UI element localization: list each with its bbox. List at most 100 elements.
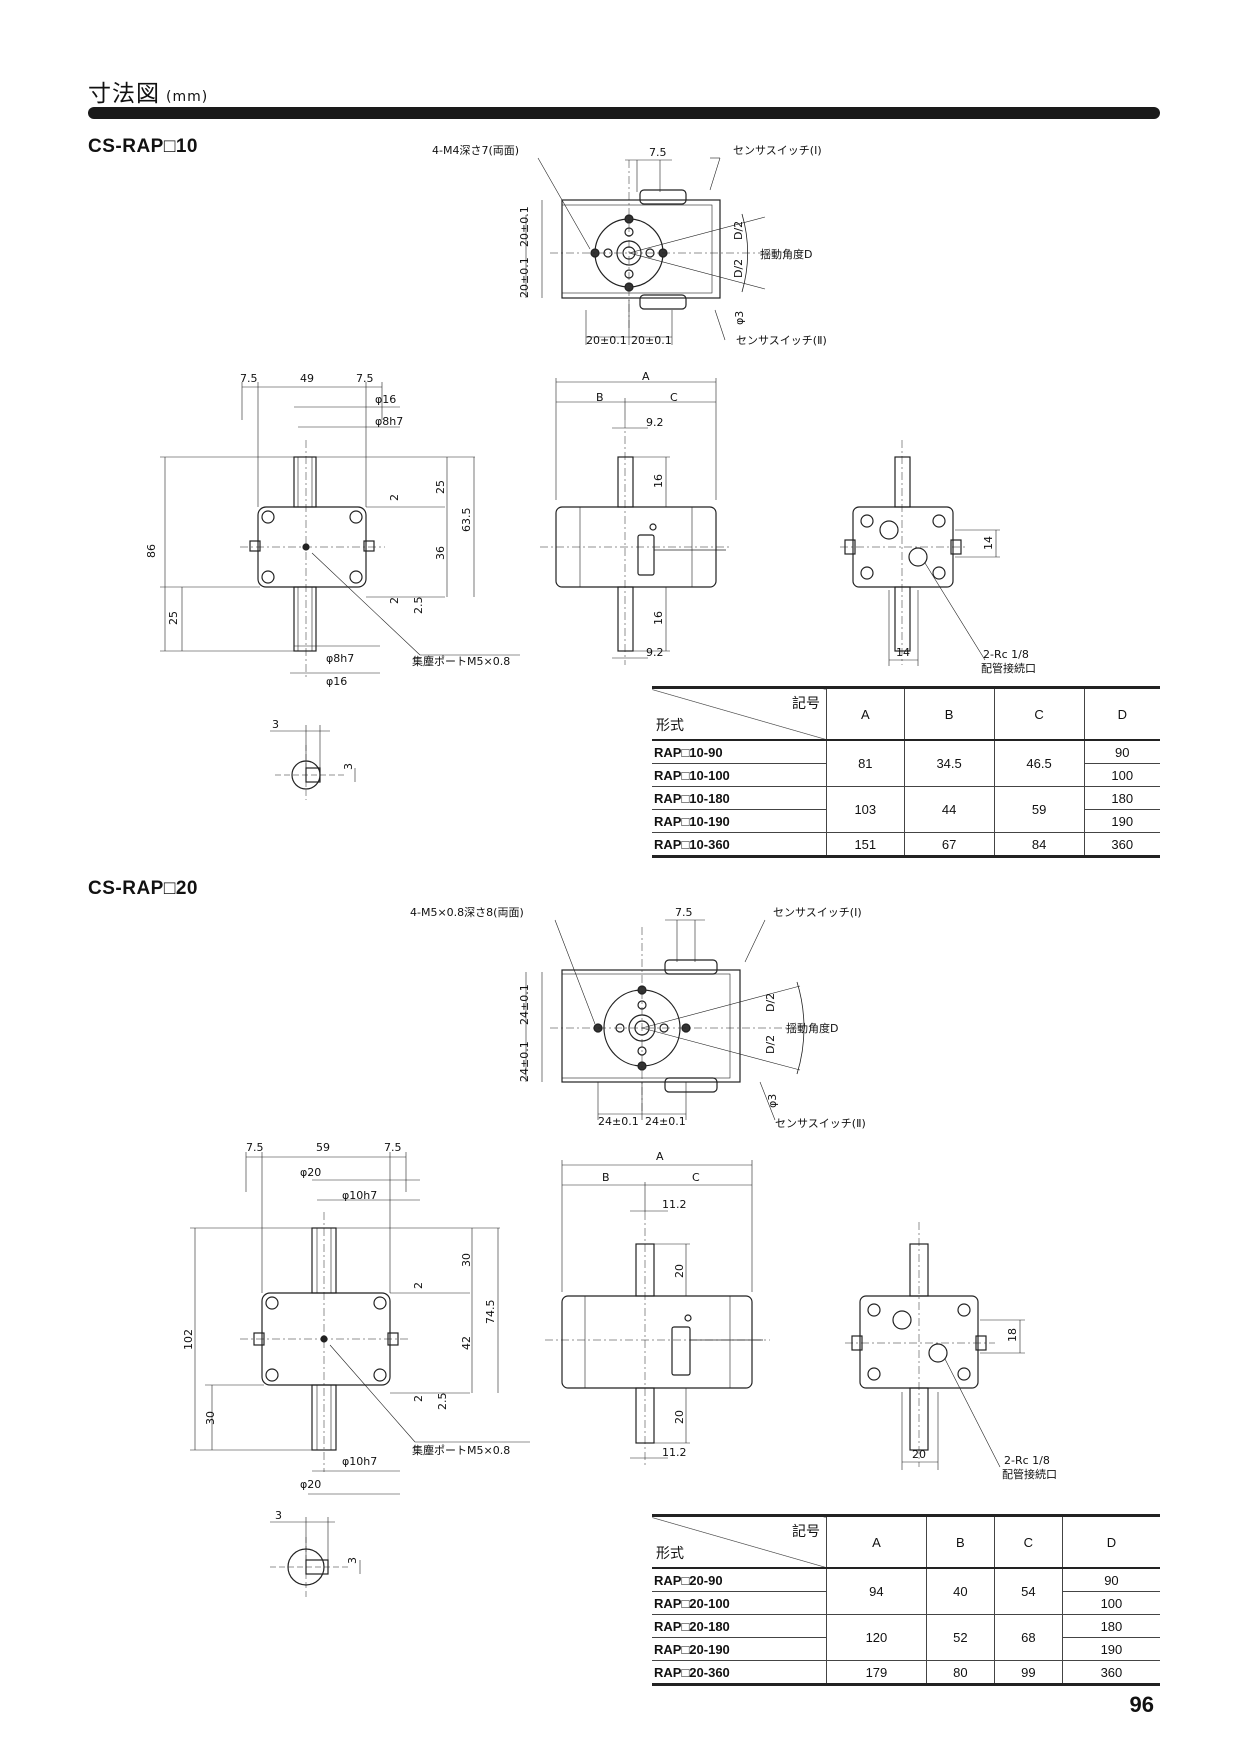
phi8a-10: φ8h7 <box>375 415 403 428</box>
table-cell: 100 <box>1083 763 1160 787</box>
table-row-name: RAP□20-100 <box>652 1591 827 1615</box>
table-cell: 90 <box>1061 1568 1160 1592</box>
key3b-label-10: 3 <box>342 763 355 770</box>
col-D-10: D <box>1083 686 1160 741</box>
col-A-10: A <box>826 686 905 741</box>
piping-label-10: 配管接続口 <box>981 661 1036 675</box>
pm-h1-10: 20±0.1 <box>586 334 627 347</box>
key3b-label-20: 3 <box>346 1557 359 1564</box>
port-label-10: 集塵ポートM5×0.8 <box>412 654 510 668</box>
dim-36-10: 36 <box>434 546 447 560</box>
dim-2b-10: 2 <box>388 597 401 604</box>
dim-63-5-10: 63.5 <box>460 508 473 533</box>
col-B-20: B <box>925 1514 995 1569</box>
dim-11-2b-20: 11.2 <box>662 1446 687 1459</box>
d2-label-20a: D/2 <box>764 993 777 1012</box>
pm-v2-20: 24±0.1 <box>518 1041 531 1082</box>
table-cell: 46.5 <box>993 740 1085 787</box>
table-cell: 44 <box>903 786 995 833</box>
top-view-20 <box>525 919 805 1121</box>
col-A-20: A <box>826 1514 927 1569</box>
key-detail-10 <box>270 725 356 800</box>
dim-86-10: 86 <box>145 544 158 558</box>
spec-table-10: 記号 形式 A B C D RAP□10-90 81 34.5 46.5 90 … <box>652 686 1160 858</box>
table-row-name: RAP□10-190 <box>652 809 827 833</box>
col-C-20: C <box>993 1514 1063 1569</box>
phi20a-20: φ20 <box>300 1166 321 1179</box>
dim-7-5-top-10: 7.5 <box>649 146 667 159</box>
table-row-name: RAP□10-360 <box>652 832 827 858</box>
dim-30b-20: 30 <box>204 1411 217 1425</box>
table-row-name: RAP□20-190 <box>652 1637 827 1661</box>
table-cell: 67 <box>903 832 995 858</box>
pm-h2-10: 20±0.1 <box>631 334 672 347</box>
phi20b-20: φ20 <box>300 1478 321 1491</box>
table-cell: 84 <box>993 832 1085 858</box>
col-B-10: B <box>903 686 995 741</box>
table-cell: 151 <box>826 832 905 858</box>
dim-2-5-20: 2.5 <box>436 1393 449 1411</box>
dim-7-5b-20: 7.5 <box>384 1141 402 1154</box>
tap-label-10: 4-M4深さ7(両面) <box>432 144 519 157</box>
dim-7-5-top-20: 7.5 <box>675 906 693 919</box>
table-cell: 360 <box>1061 1660 1160 1686</box>
d2-label-10b: D/2 <box>732 259 745 278</box>
dim-2a-10: 2 <box>388 494 401 501</box>
phi16b-10: φ16 <box>326 675 347 688</box>
dim-30a-20: 30 <box>460 1253 473 1267</box>
dim-14b-10: 14 <box>896 646 910 659</box>
model-heading-20: CS-RAP□20 <box>88 878 198 899</box>
d2-label-10a: D/2 <box>732 221 745 240</box>
piping-label-20: 配管接続口 <box>1002 1467 1057 1481</box>
front-view-10 <box>160 382 520 680</box>
table-cell: 90 <box>1083 740 1160 764</box>
pm-v2-10: 20±0.1 <box>518 257 531 298</box>
page-title: 寸法図(mm) <box>88 81 209 107</box>
table-row-name: RAP□10-100 <box>652 763 827 787</box>
dim-7-5a-20: 7.5 <box>246 1141 264 1154</box>
table-cell: 100 <box>1061 1591 1160 1615</box>
dim-18-20: 18 <box>1006 1328 1019 1342</box>
table-cell: 180 <box>1083 786 1160 810</box>
dim-9-2b-10: 9.2 <box>646 646 664 659</box>
dim-2-5-10: 2.5 <box>412 597 425 615</box>
dim-A-10: A <box>642 370 650 383</box>
table-row-name: RAP□10-90 <box>652 740 827 764</box>
table-cell: 68 <box>993 1614 1063 1661</box>
table-corner-20: 記号 形式 <box>652 1514 827 1569</box>
table-cell: 103 <box>826 786 905 833</box>
table-row-name: RAP□20-90 <box>652 1568 827 1592</box>
rc-label-10: 2-Rc 1/8 <box>983 648 1029 661</box>
dim-59-20: 59 <box>316 1141 330 1154</box>
dim-25a-10: 25 <box>434 480 447 494</box>
phi10b-20: φ10h7 <box>342 1455 377 1468</box>
dim-7-5a-10: 7.5 <box>240 372 258 385</box>
title-bar <box>88 107 1160 119</box>
dim-74-5-20: 74.5 <box>484 1300 497 1325</box>
drawing-group-20 <box>190 919 1025 1597</box>
col-C-10: C <box>993 686 1085 741</box>
sensor-2-label-20: センサスイッチ(Ⅱ) <box>775 1117 866 1130</box>
end-view-10 <box>840 440 1000 666</box>
dim-B-10: B <box>596 391 604 404</box>
table-cell: 179 <box>826 1660 927 1686</box>
phi3-label-20: φ3 <box>766 1094 779 1108</box>
table-cell: 190 <box>1083 809 1160 833</box>
phi8b-10: φ8h7 <box>326 652 354 665</box>
table-cell: 52 <box>925 1614 995 1661</box>
table-cell: 34.5 <box>903 740 995 787</box>
dim-A-20: A <box>656 1150 664 1163</box>
table-row-name: RAP□20-360 <box>652 1660 827 1686</box>
table-cell: 120 <box>826 1614 927 1661</box>
table-cell: 59 <box>993 786 1085 833</box>
pm-v1-20: 24±0.1 <box>518 984 531 1025</box>
dim-16a-10: 16 <box>652 474 665 488</box>
dim-49-10: 49 <box>300 372 314 385</box>
dim-20c-20: 20 <box>912 1448 926 1461</box>
model-heading-10: CS-RAP□10 <box>88 136 198 157</box>
table-cell: 54 <box>993 1568 1063 1615</box>
sensor-2-label-10: センサスイッチ(Ⅱ) <box>736 334 827 347</box>
spec-table-20: 記号 形式 A B C D RAP□20-90 94 40 54 90 RAP□… <box>652 1514 1160 1686</box>
phi16a-10: φ16 <box>375 393 396 406</box>
